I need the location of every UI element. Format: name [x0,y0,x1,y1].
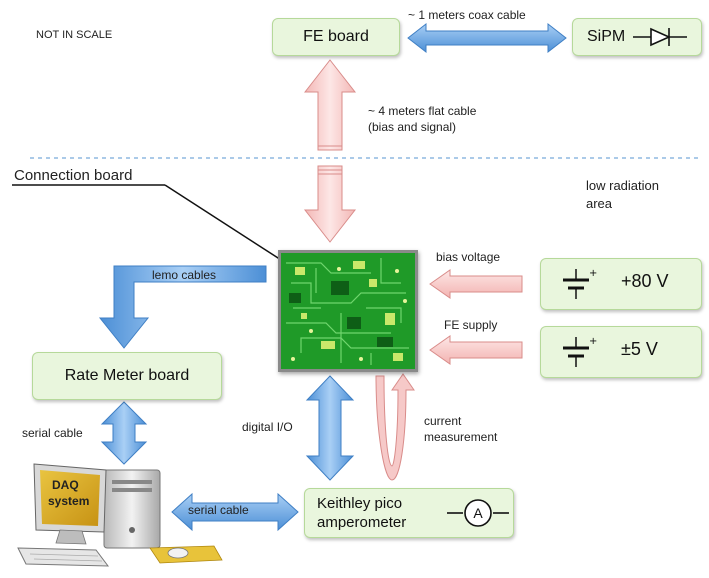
flat-cable-arrow-bottom [303,165,357,243]
flat-cable-label-line1: ~ 4 meters flat cable [368,104,477,118]
bias-voltage-value: +80 V [621,271,669,291]
lemo-cables-label: lemo cables [152,268,217,282]
serial-cable-horizontal-arrow [171,492,299,532]
current-measurement-label-line1: current [424,414,462,428]
svg-text:+: + [589,268,597,279]
fe-supply-value: ±5 V [621,339,658,359]
keithley-box: Keithley pico amperometer A [304,488,514,538]
fe-supply-label: FE supply [444,318,498,332]
computer-illustration [17,463,223,567]
low-radiation-label-line2: area [586,196,613,211]
coax-cable-label: ~ 1 meters coax cable [408,8,526,22]
digital-io-arrow [305,375,355,481]
fe-supply-arrow [429,335,523,365]
sipm-label: SiPM [587,28,626,45]
not-in-scale-note: NOT IN SCALE [36,29,113,41]
pcb-traces-graphic [286,258,409,365]
keithley-label-line1: Keithley pico [317,495,403,512]
current-measurement-label-line2: measurement [424,430,498,444]
battery-symbol-icon: + [563,268,597,299]
digital-io-label: digital I/O [242,420,293,434]
fe-power-supply: + ±5 V [540,326,702,378]
keithley-label-line2: amperometer [317,514,407,531]
flat-cable-label-line2: (bias and signal) [368,120,457,134]
fe-board-box: FE board [272,18,400,56]
fe-board-label: FE board [303,28,369,45]
connection-board-label: Connection board [14,167,133,184]
ammeter-letter: A [473,505,483,521]
lemo-cables-arrow [98,265,267,349]
flat-cable-arrow-top [303,59,357,151]
svg-text:+: + [589,336,597,347]
daq-screen-line1: DAQ [52,478,79,492]
bias-power-supply: + +80 V [540,258,702,310]
serial-cable-bottom-label: serial cable [188,503,249,517]
connection-board [278,250,418,372]
rate-meter-board-label: Rate Meter board [64,367,190,384]
bias-voltage-label: bias voltage [436,250,501,264]
daq-screen-line2: system [48,494,90,508]
serial-cable-left-label: serial cable [22,426,83,440]
connection-board-pointer [164,184,293,268]
sipm-box: SiPM [572,18,702,56]
diode-symbol-icon [633,27,688,47]
low-radiation-label-line1: low radiation [586,178,659,193]
coax-cable-arrow [407,22,567,54]
current-measurement-arrow [375,373,415,481]
rate-meter-board-box: Rate Meter board [32,352,222,400]
battery-symbol-icon: + [563,336,597,367]
ammeter-symbol-icon: A [447,499,509,527]
bias-voltage-arrow [429,269,523,299]
serial-cable-vertical-arrow [100,401,148,465]
